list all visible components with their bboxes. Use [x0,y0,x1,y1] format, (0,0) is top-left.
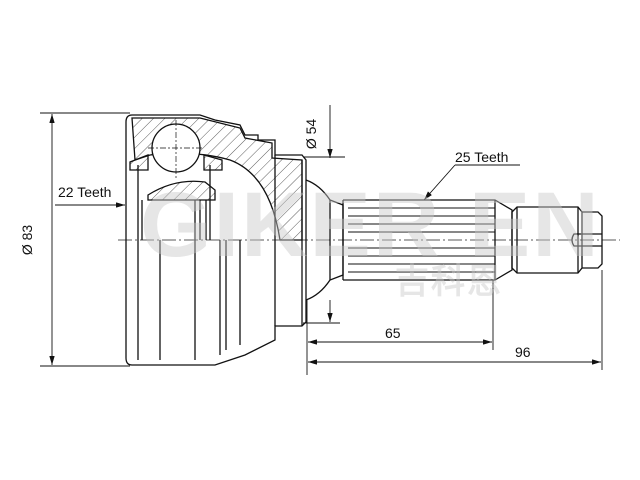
watermark-latin: GIKER EN [140,174,601,276]
outer-spline-label: 25 Teeth [455,149,509,165]
stub-shaft [305,179,603,301]
inner-spline-label: 22 Teeth [58,184,112,200]
spline-length-label: 65 [385,325,401,341]
dimension-lines [40,105,603,375]
total-length-label: 96 [515,344,531,360]
outer-diameter-label: Ø 83 [19,224,36,256]
neck-diameter-label: Ø 54 [303,118,320,150]
watermark-chinese: 吉科恩 [395,263,503,301]
bell-housing [125,114,307,366]
